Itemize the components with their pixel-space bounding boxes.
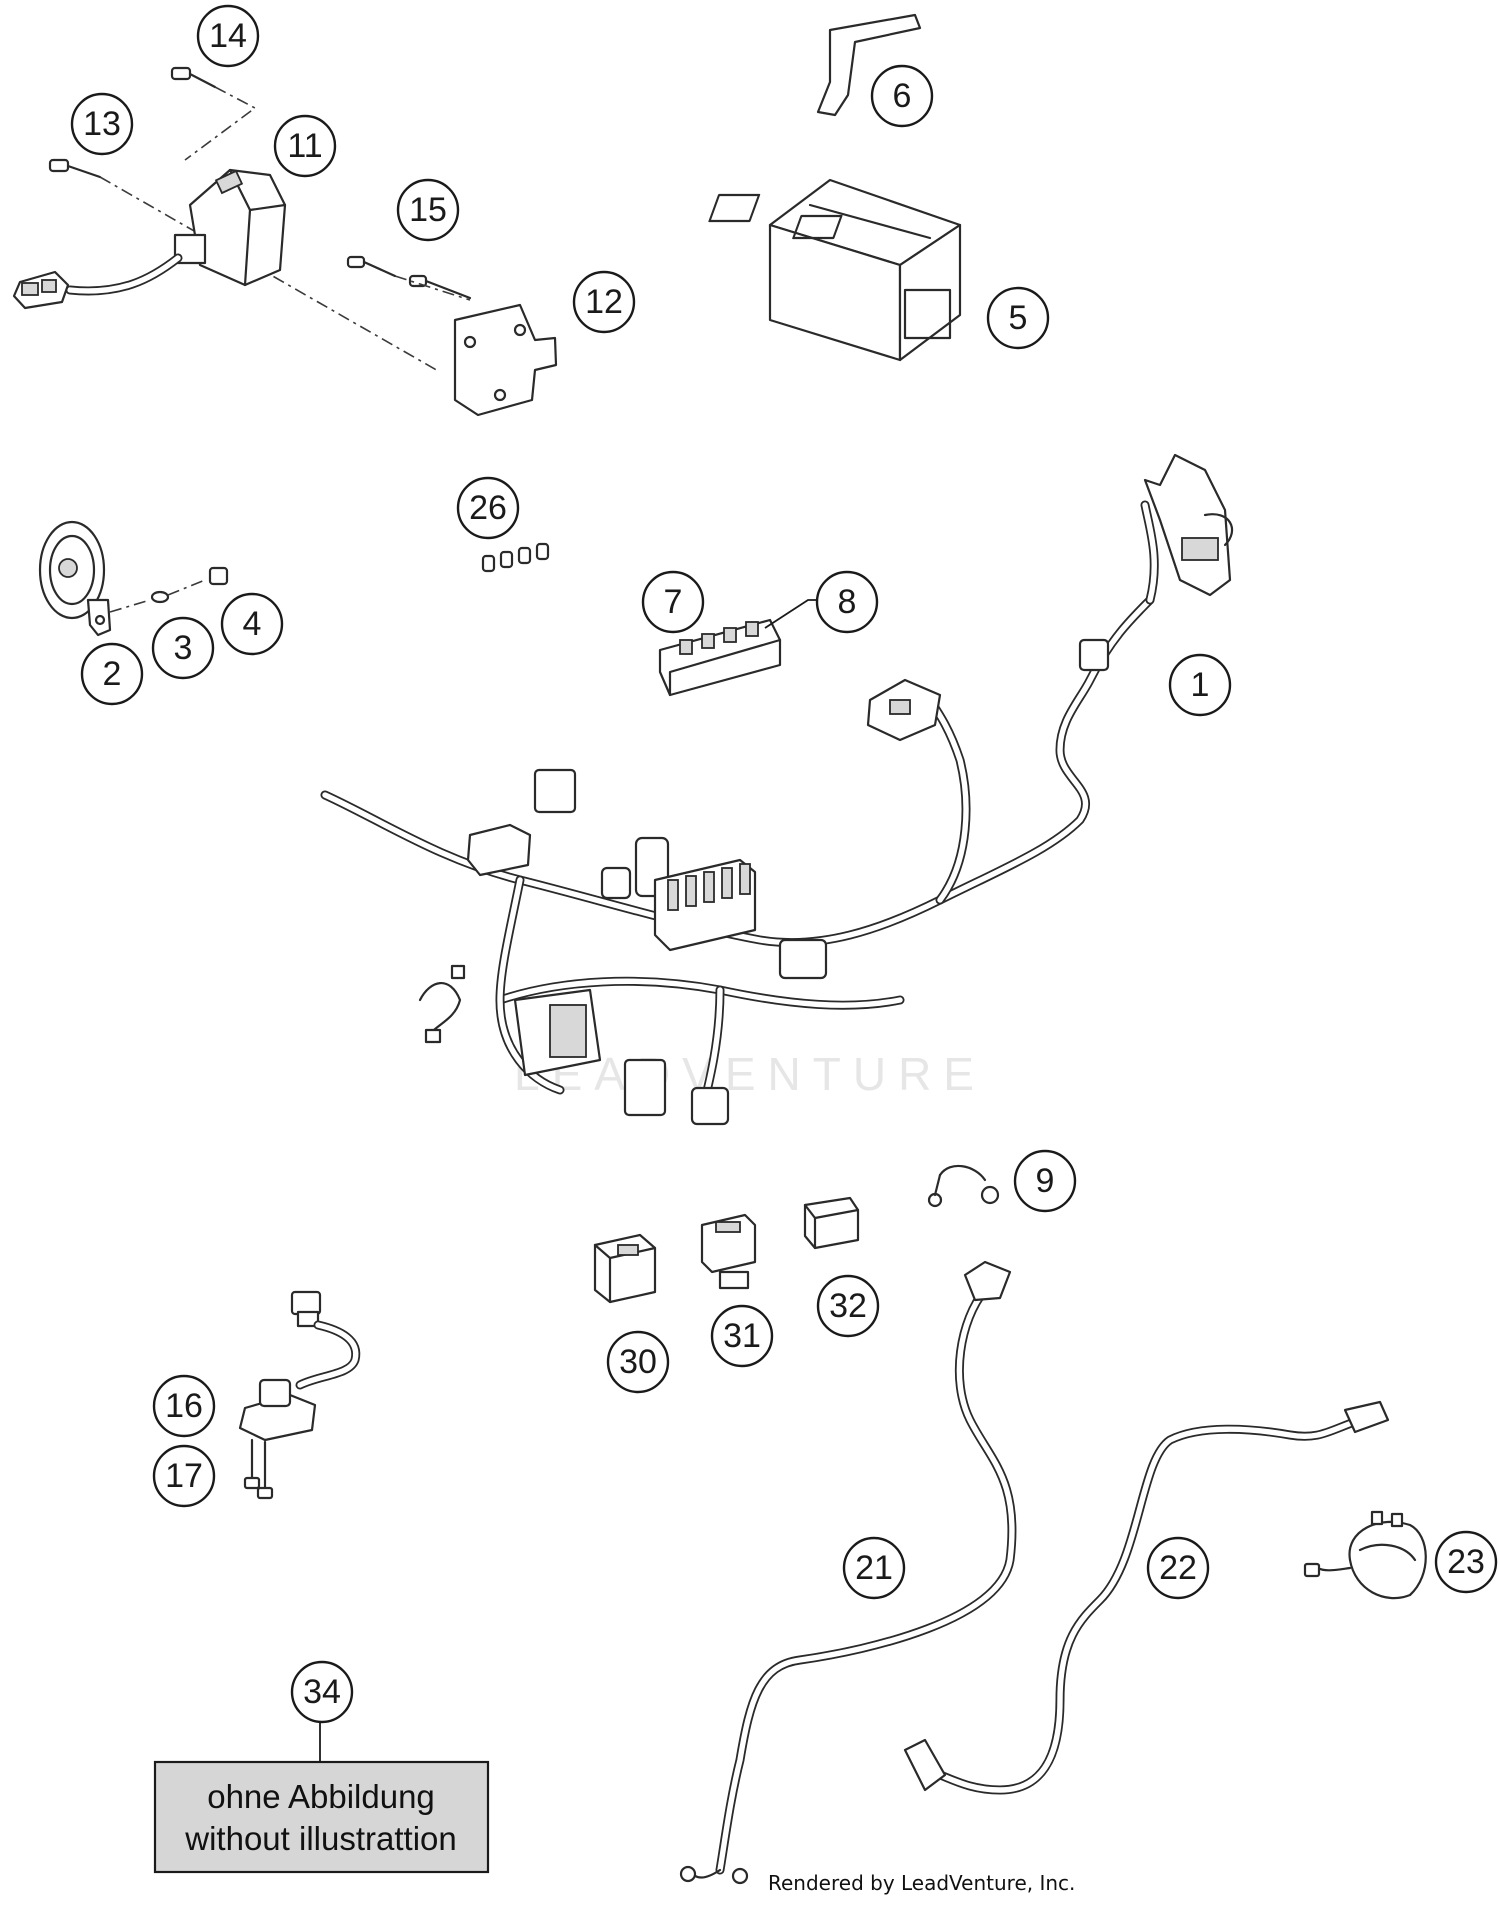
note-line-1: ohne Abbildung bbox=[207, 1778, 435, 1815]
wiring-harness-1 bbox=[320, 453, 1234, 1126]
callout-13-label: 13 bbox=[83, 105, 121, 143]
callout-3: 3 bbox=[151, 616, 215, 680]
callout-34: 34 bbox=[290, 1660, 354, 1724]
sensor-16-17 bbox=[238, 1290, 361, 1500]
callout-9: 9 bbox=[1013, 1149, 1077, 1213]
horn-assembly bbox=[38, 520, 229, 637]
callout-14-label: 14 bbox=[209, 17, 247, 55]
credit-text: Rendered by LeadVenture, Inc. bbox=[768, 1871, 1075, 1895]
solenoid-23 bbox=[1303, 1510, 1427, 1600]
bolts-15 bbox=[346, 255, 472, 300]
control-unit-box bbox=[173, 168, 287, 287]
note-box: ohne Abbildung without illustrattion bbox=[153, 1760, 490, 1874]
callout-7: 7 bbox=[641, 570, 705, 634]
cable-21 bbox=[679, 1260, 1017, 1885]
callout-22: 22 bbox=[1146, 1536, 1210, 1600]
callout-21-label: 21 bbox=[855, 1549, 893, 1587]
callout-34-label: 34 bbox=[303, 1673, 341, 1711]
callout-15-label: 15 bbox=[409, 191, 447, 229]
callout-1-label: 1 bbox=[1191, 666, 1210, 704]
callout-17-label: 17 bbox=[165, 1457, 203, 1495]
cable-22 bbox=[903, 1400, 1390, 1795]
callout-30-label: 30 bbox=[619, 1343, 657, 1381]
callout-2-label: 2 bbox=[103, 655, 122, 693]
battery-strap-6 bbox=[816, 13, 922, 117]
callout-13: 13 bbox=[70, 92, 134, 156]
callout-9-label: 9 bbox=[1036, 1162, 1055, 1200]
callout-17: 17 bbox=[152, 1444, 216, 1508]
control-unit-assembly bbox=[12, 66, 558, 417]
callout-6: 6 bbox=[870, 64, 934, 128]
callout-11-label: 11 bbox=[287, 127, 322, 165]
callout-12-label: 12 bbox=[585, 283, 623, 321]
callout-23-label: 23 bbox=[1447, 1543, 1485, 1581]
callout-8-label: 8 bbox=[838, 583, 857, 621]
horn-2 bbox=[38, 520, 112, 637]
callout-26: 26 bbox=[456, 476, 520, 540]
ground-cable-9 bbox=[927, 1164, 1000, 1208]
callout-5-label: 5 bbox=[1009, 299, 1028, 337]
callout-3-label: 3 bbox=[174, 629, 193, 667]
fuse-box-7-8 bbox=[658, 618, 782, 697]
callout-2: 2 bbox=[80, 642, 144, 706]
bracket-12 bbox=[453, 303, 558, 417]
relay-32 bbox=[803, 1196, 860, 1250]
callout-16: 16 bbox=[152, 1374, 216, 1438]
nut-4 bbox=[208, 566, 229, 586]
callout-11: 11 bbox=[273, 114, 337, 178]
callout-4: 4 bbox=[220, 592, 284, 656]
bolt-13 bbox=[48, 158, 102, 179]
relay-30 bbox=[593, 1233, 657, 1304]
callout-14: 14 bbox=[196, 4, 260, 68]
callout-22-label: 22 bbox=[1159, 1549, 1197, 1587]
callout-8: 8 bbox=[815, 570, 879, 634]
callout-1: 1 bbox=[1168, 653, 1232, 717]
callout-31: 31 bbox=[710, 1304, 774, 1368]
bolt-14 bbox=[170, 66, 217, 89]
callout-6-label: 6 bbox=[893, 77, 912, 115]
note-line-2: without illustrattion bbox=[184, 1820, 456, 1857]
callout-30: 30 bbox=[606, 1330, 670, 1394]
callout-31-label: 31 bbox=[723, 1317, 761, 1355]
relay-31 bbox=[700, 1213, 757, 1290]
washer-3 bbox=[150, 590, 170, 604]
fuses-26 bbox=[481, 542, 550, 573]
battery-5 bbox=[708, 178, 962, 362]
callout-5: 5 bbox=[986, 286, 1050, 350]
callout-15: 15 bbox=[396, 178, 460, 242]
callout-32: 32 bbox=[816, 1274, 880, 1338]
callout-12: 12 bbox=[572, 270, 636, 334]
callout-4-label: 4 bbox=[243, 605, 262, 643]
callout-7-label: 7 bbox=[664, 583, 683, 621]
callout-23: 23 bbox=[1434, 1530, 1498, 1594]
control-unit-connector bbox=[12, 270, 70, 310]
callout-26-label: 26 bbox=[469, 489, 507, 527]
callout-32-label: 32 bbox=[829, 1287, 867, 1325]
callout-21: 21 bbox=[842, 1536, 906, 1600]
callout-16-label: 16 bbox=[165, 1387, 203, 1425]
